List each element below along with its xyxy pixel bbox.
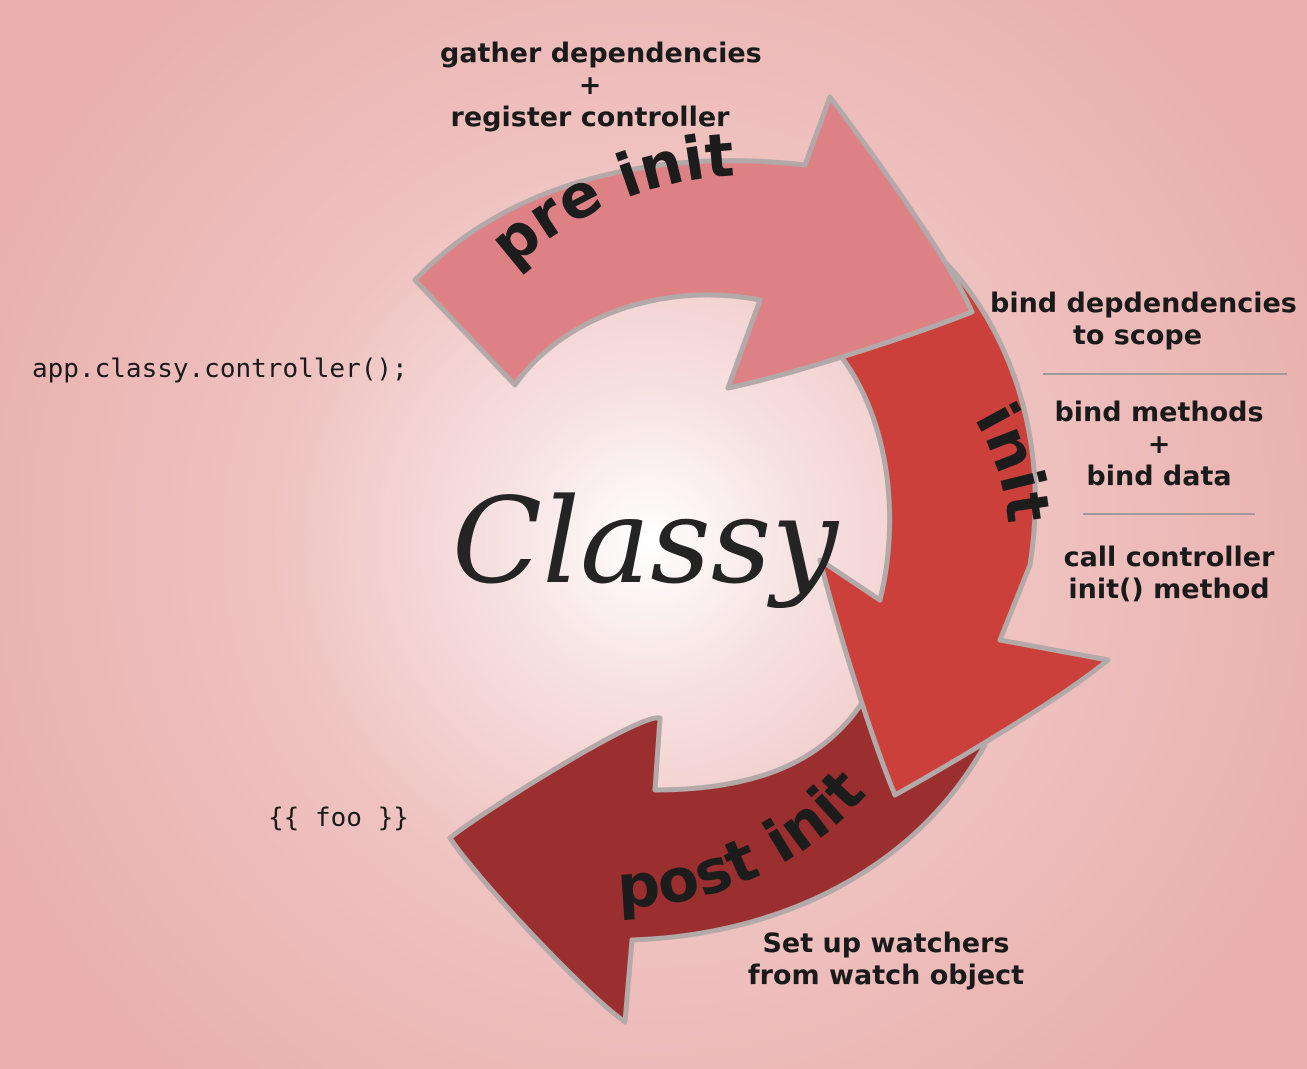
init-note-separator-1	[1043, 373, 1287, 375]
init-note-bind-deps-line-2: to scope	[1072, 320, 1203, 351]
init-note-bind-methods-line-2: +	[1147, 429, 1171, 460]
controller-call-code: app.classy.controller();	[32, 354, 408, 384]
post-init-note: Set up watchers from watch object	[740, 928, 1032, 992]
pre-init-note-line-3: register controller	[450, 102, 730, 133]
diagram-title: Classy	[452, 472, 839, 610]
init-note-call-init-line-1: call controller	[1063, 542, 1275, 573]
init-note-bind-deps: bind depdendencies to scope	[990, 288, 1297, 352]
post-init-note-line-1: Set up watchers	[762, 928, 1010, 959]
pre-init-arrow	[412, 94, 975, 391]
pre-init-note-line-1: gather dependencies	[440, 38, 762, 69]
init-note-separator-2	[1083, 513, 1255, 515]
pre-init-note: gather dependencies + register controlle…	[440, 38, 762, 134]
init-note-call-init: call controller init() method	[1045, 542, 1293, 606]
template-expression-code: {{ foo }}	[268, 803, 409, 833]
post-init-arrow	[447, 687, 988, 1025]
init-note-call-init-line-2: init() method	[1068, 574, 1270, 605]
init-note-bind-deps-line-1: bind depdendencies	[990, 288, 1297, 319]
pre-init-note-line-2: +	[578, 70, 602, 101]
init-note-bind-methods-line-3: bind data	[1086, 461, 1232, 492]
init-note-bind-methods-line-1: bind methods	[1054, 397, 1264, 428]
init-note-bind-methods: bind methods + bind data	[1035, 397, 1283, 493]
init-arrow	[817, 259, 1111, 798]
post-init-note-line-2: from watch object	[747, 960, 1025, 991]
